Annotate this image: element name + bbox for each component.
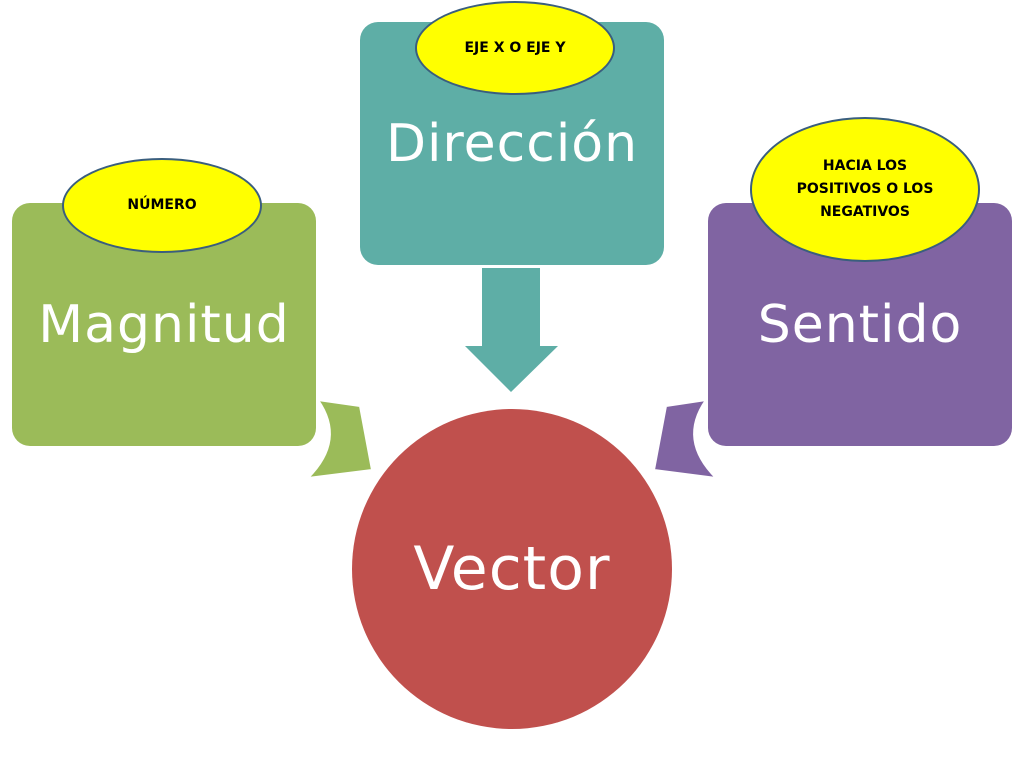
bubble-numero-text: NÚMERO [127,197,197,213]
node-direccion-label: Dirección [385,113,639,174]
bubble-numero: NÚMERO [62,158,262,253]
arrow-magnitud-to-vector [305,398,374,480]
arrow-direccion-to-vector [465,268,558,392]
arrow-sentido-to-vector [652,398,719,480]
bubble-sentido-text: HACIA LOS POSITIVOS O LOS NEGATIVOS [796,158,934,220]
bubble-sentido: HACIA LOS POSITIVOS O LOS NEGATIVOS [750,117,980,262]
node-magnitud-label: Magnitud [38,294,290,355]
bubble-eje: EJE X O EJE Y [415,1,615,95]
node-direccion: Dirección [360,22,664,265]
node-vector-label: Vector [413,534,611,604]
bubble-eje-text: EJE X O EJE Y [464,39,566,56]
node-vector: Vector [352,409,672,729]
node-sentido-label: Sentido [757,294,963,355]
